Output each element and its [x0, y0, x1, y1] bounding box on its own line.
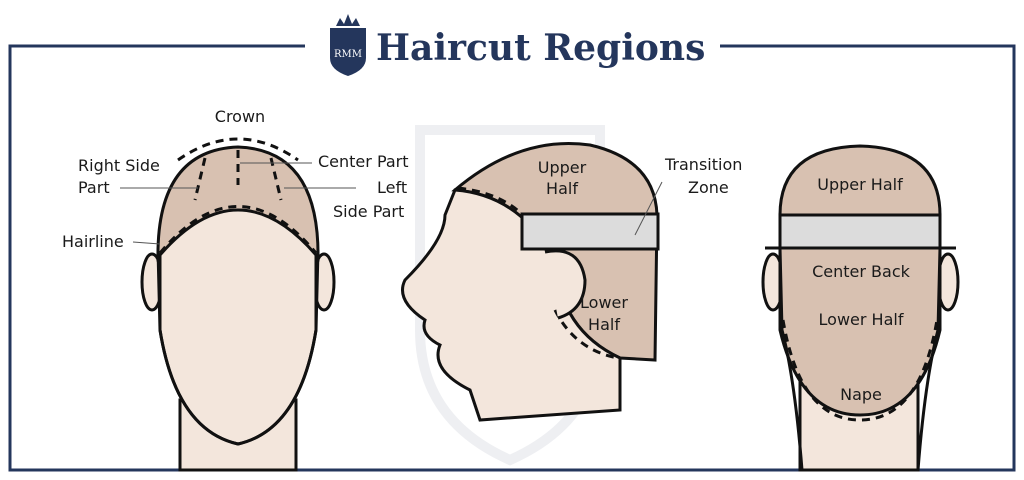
transition-1-label: Transition: [664, 155, 742, 174]
frame-border: [8, 44, 1016, 472]
logo-shield: RMM: [330, 14, 366, 76]
upper-1-label: Upper: [538, 158, 587, 177]
page-title: Haircut Regions: [376, 27, 705, 69]
side-view: Upper Half Transition Zone Lower Half: [401, 141, 742, 422]
upper-2-label: Half: [546, 179, 578, 198]
side-ear: [544, 249, 587, 320]
nape-label: Nape: [840, 385, 882, 404]
lower-2-label: Half: [588, 315, 620, 334]
back-view: Upper Half Center Back Lower Half Nape: [761, 144, 960, 472]
left-side-2-label: Side Part: [333, 202, 404, 221]
transition-band: [520, 212, 660, 251]
crown-label: Crown: [215, 107, 265, 126]
front-view: Crown Right Side Part Center Part Left S…: [62, 107, 409, 472]
left-side-1-label: Left: [377, 178, 407, 197]
hairline-label: Hairline: [62, 232, 124, 251]
upper-label: Upper Half: [817, 175, 903, 194]
lower-label: Lower Half: [819, 310, 904, 329]
transition-2-label: Zone: [688, 178, 729, 197]
right-side-2-label: Part: [78, 178, 110, 197]
logo-text-label: RMM: [334, 49, 362, 60]
right-side-1-label: Right Side: [78, 156, 160, 175]
hairline-dashed: [158, 205, 318, 254]
center-part-label: Center Part: [318, 152, 409, 171]
lower-1-label: Lower: [580, 293, 628, 312]
center-label: Center Back: [812, 262, 911, 281]
